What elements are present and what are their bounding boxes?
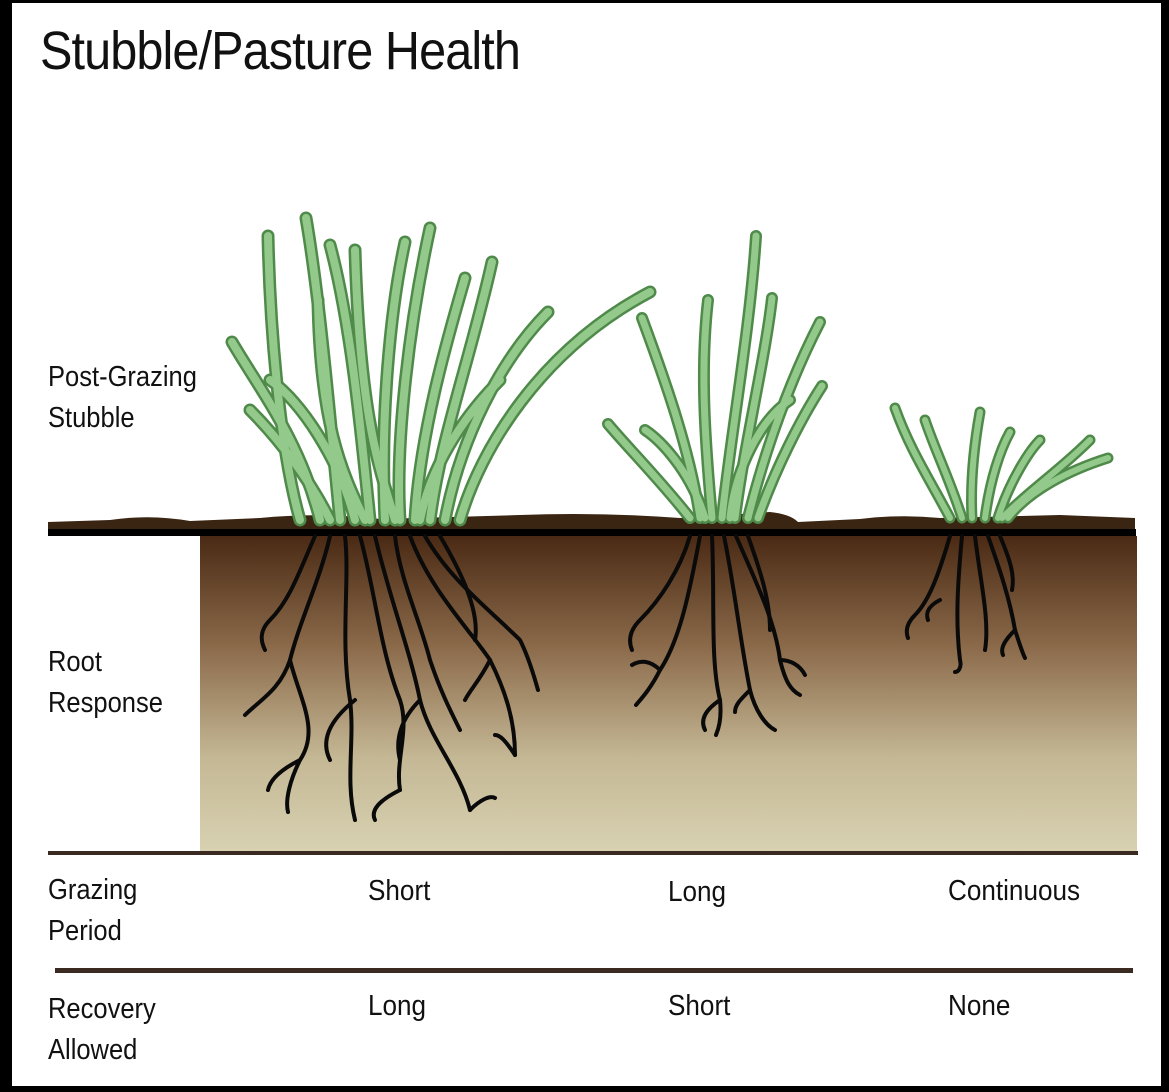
grazing-period-col2: Long bbox=[668, 876, 726, 909]
row-label-recovery: Recovery Allowed bbox=[48, 989, 156, 1071]
grass-tall bbox=[232, 218, 650, 520]
row-label-grazing: Grazing Period bbox=[48, 870, 137, 952]
ground-line bbox=[48, 529, 1136, 536]
recovery-allowed-col3: None bbox=[948, 990, 1010, 1023]
grazing-period-col3: Continuous bbox=[948, 875, 1080, 908]
recovery-allowed-col2: Short bbox=[668, 990, 730, 1023]
grazing-period-col1: Short bbox=[368, 875, 430, 908]
divider-grazing bbox=[48, 851, 1138, 855]
divider-recovery bbox=[55, 968, 1133, 973]
row-label-stubble: Post-Grazing Stubble bbox=[48, 357, 197, 439]
grass-short bbox=[895, 408, 1108, 518]
grass-medium bbox=[608, 236, 822, 518]
recovery-allowed-col1: Long bbox=[368, 990, 426, 1023]
row-label-root: Root Response bbox=[48, 642, 163, 724]
